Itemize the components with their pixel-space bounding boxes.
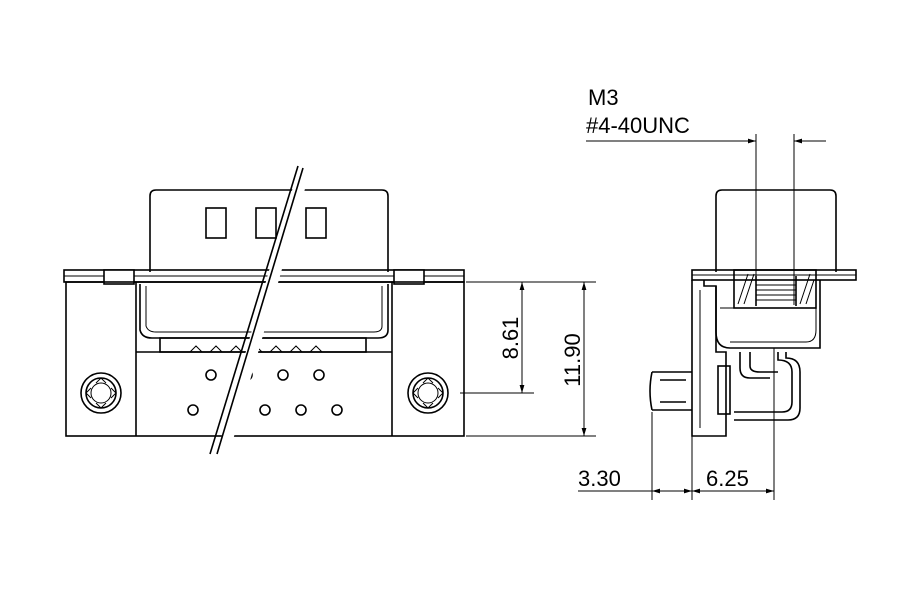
pin-window xyxy=(255,207,277,239)
d-shell-housing xyxy=(149,189,389,272)
flange-tab xyxy=(103,269,135,285)
dimension-lines-side xyxy=(578,134,826,500)
pin-hole xyxy=(277,369,289,381)
side-pins xyxy=(739,352,778,379)
pin-hole xyxy=(259,404,271,416)
pin-hole xyxy=(331,404,343,416)
pin-strip xyxy=(159,337,367,353)
thread-spec-line1: M3 xyxy=(588,85,619,110)
thread-spec-line2: #4-40UNC xyxy=(586,113,690,138)
break-line xyxy=(209,164,312,456)
pin-window xyxy=(305,207,327,239)
pin-hole xyxy=(205,369,217,381)
dimension-lines-front xyxy=(460,281,596,437)
pin-hole xyxy=(295,404,307,416)
mounting-screw-left xyxy=(80,372,122,414)
board-lock xyxy=(649,371,692,411)
mounting-screw-right xyxy=(407,372,449,414)
pin-window xyxy=(205,207,227,239)
connector-body xyxy=(65,281,465,437)
flange-tab xyxy=(393,269,425,285)
side-shell xyxy=(715,189,837,272)
pin-hole xyxy=(187,404,199,416)
pin-hole xyxy=(313,369,325,381)
dim-height-total: 11.90 xyxy=(560,333,585,386)
dim-offset-front: 3.30 xyxy=(578,466,621,491)
threaded-insert xyxy=(733,269,817,309)
side-view xyxy=(649,189,857,437)
side-bracket xyxy=(691,280,727,437)
dim-height-inner: 8.61 xyxy=(498,317,523,360)
dim-offset-depth: 6.25 xyxy=(706,466,749,491)
front-view xyxy=(63,164,465,456)
